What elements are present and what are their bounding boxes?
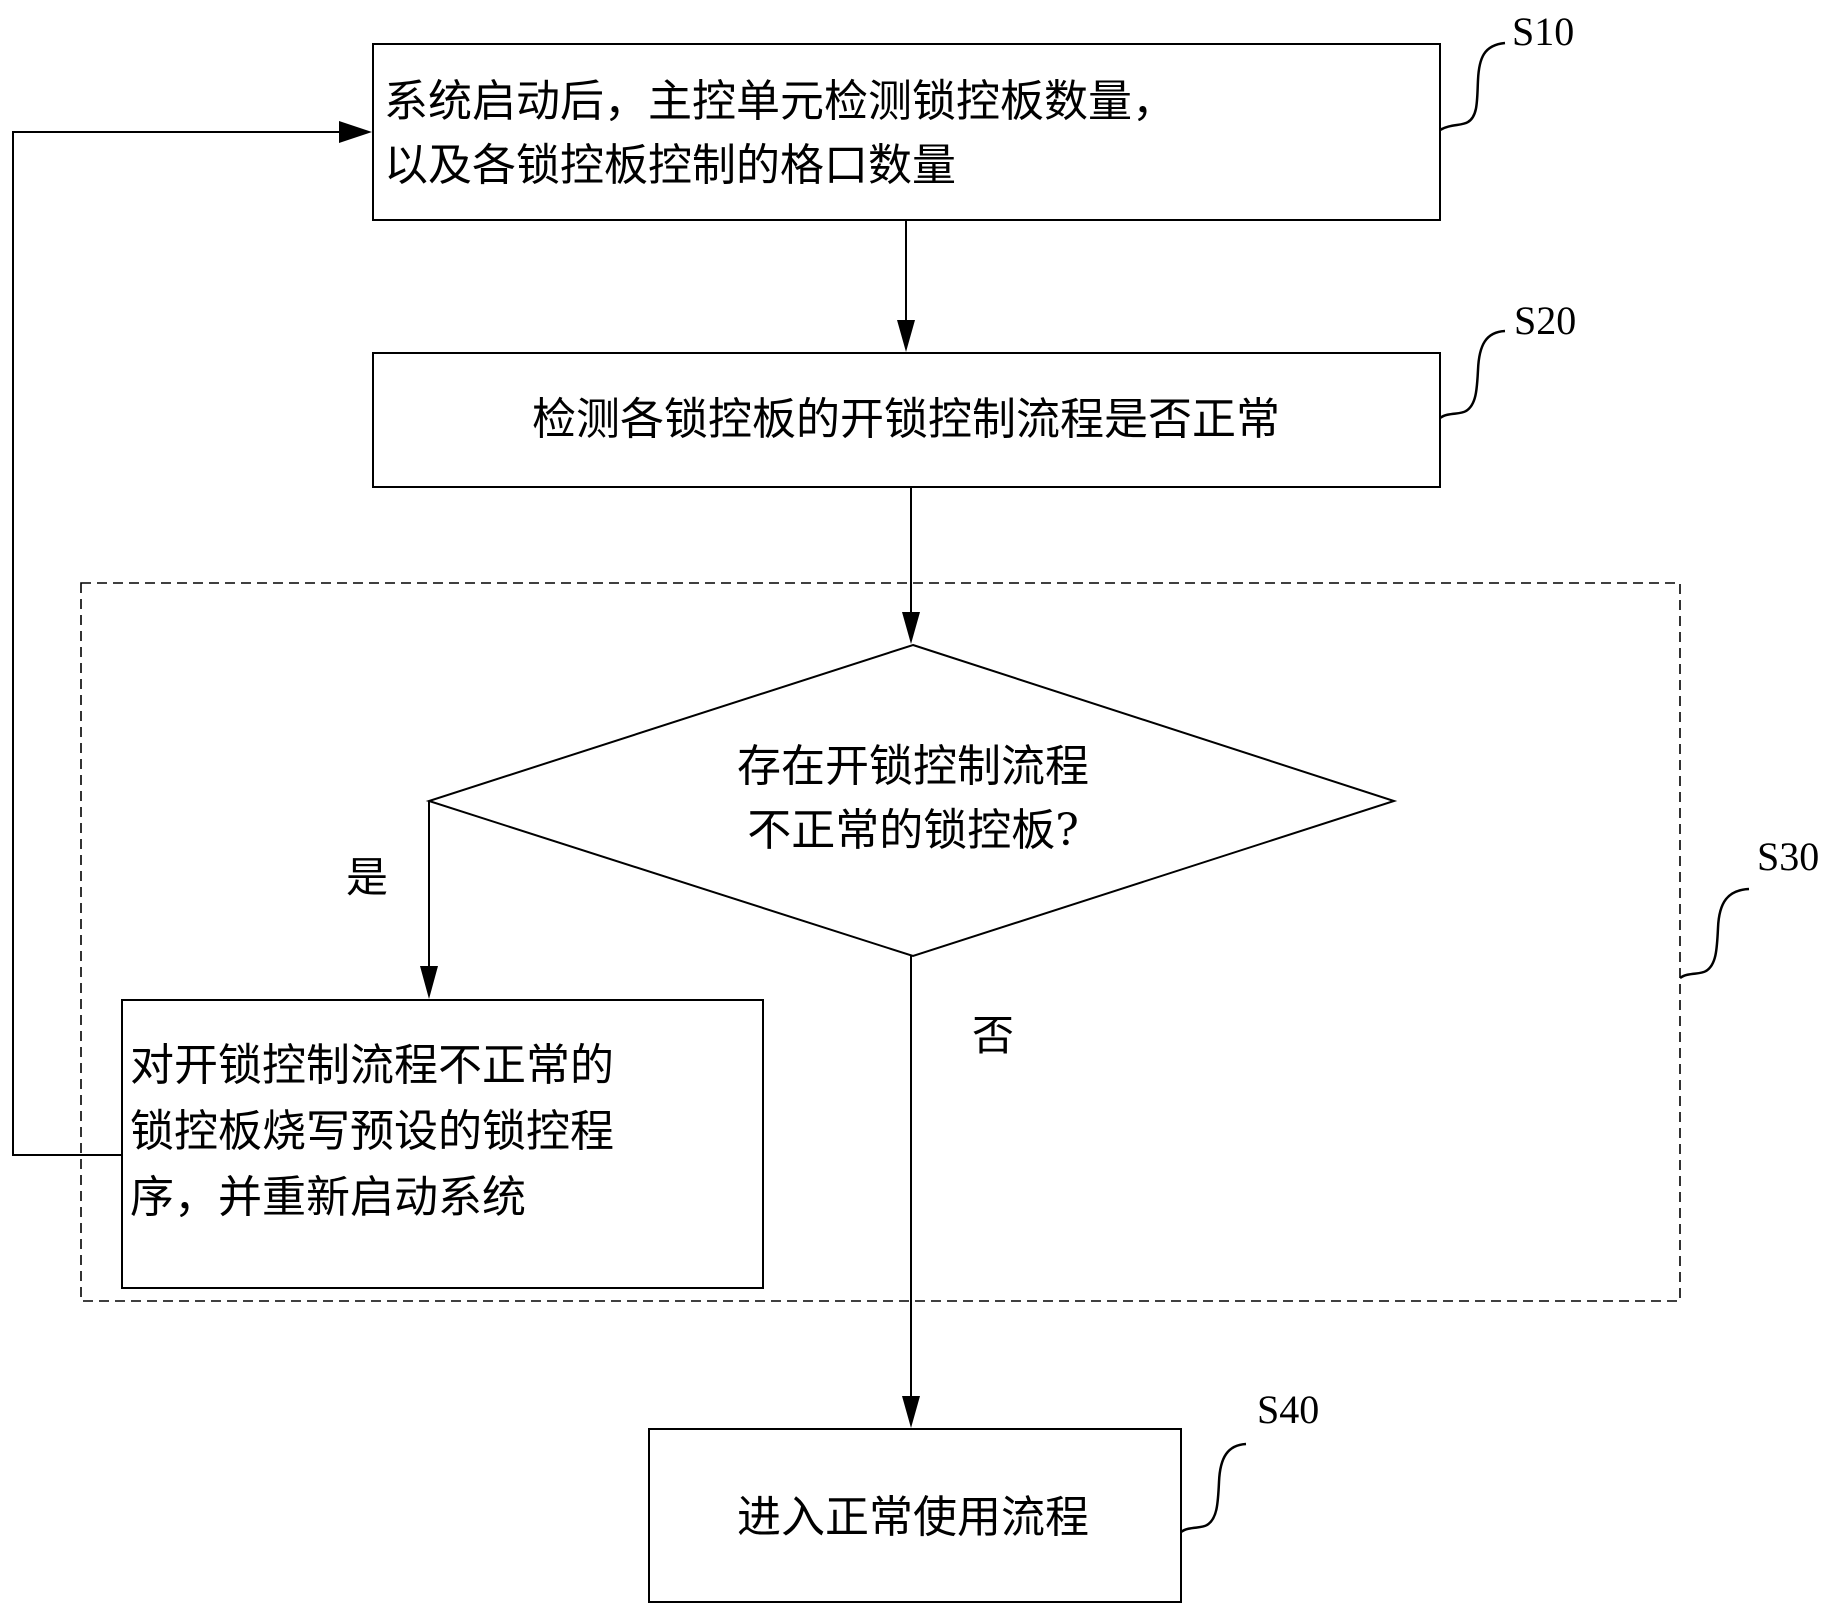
s40-label: S40 — [1257, 1387, 1319, 1432]
action-text-line-1: 对开锁控制流程不正常的 — [130, 1040, 614, 1091]
decision-diamond — [425, 643, 1398, 958]
s20-box — [372, 352, 1441, 488]
s10-label: S10 — [1512, 9, 1574, 54]
s10-leader — [1439, 41, 1506, 132]
s30-leader — [1679, 887, 1750, 980]
decision-text-line-1: 存在开锁控制流程 — [737, 741, 1089, 792]
no-label: 否 — [972, 1011, 1014, 1060]
s20-leader — [1439, 329, 1506, 420]
step-s20: 检测各锁控板的开锁控制流程是否正常 — [372, 352, 1441, 488]
yes-label: 是 — [346, 853, 388, 902]
s40-box — [648, 1428, 1182, 1603]
arrowhead-s40 — [902, 1396, 920, 1428]
step-s40: 进入正常使用流程 — [648, 1428, 1182, 1603]
s10-box — [372, 43, 1441, 221]
s10-text-line-2: 以及各锁控板控制的格口数量 — [384, 140, 956, 191]
step-s10: 系统启动后，主控单元检测锁控板数量， 以及各锁控板控制的格口数量 — [372, 43, 1441, 221]
edge-loop-back-to-s10 — [12, 131, 345, 1156]
s30-label: S30 — [1757, 834, 1819, 879]
action-text-line-2: 锁控板烧写预设的锁控程 — [130, 1106, 614, 1157]
s40-text: 进入正常使用流程 — [737, 1492, 1089, 1543]
arrowhead-decision — [902, 612, 920, 644]
arrowhead-s20 — [897, 320, 915, 352]
s20-text: 检测各锁控板的开锁控制流程是否正常 — [532, 394, 1280, 445]
s20-label: S20 — [1514, 298, 1576, 343]
s40-leader — [1180, 1442, 1247, 1534]
decision-text-line-2: 不正常的锁控板? — [747, 805, 1079, 856]
action-text-line-3: 序，并重新启动系统 — [130, 1172, 526, 1223]
arrowhead-action — [420, 966, 438, 999]
action-box — [121, 999, 764, 1289]
s10-text-line-1: 系统启动后，主控单元检测锁控板数量， — [384, 76, 1176, 127]
step-s30-action: 对开锁控制流程不正常的 锁控板烧写预设的锁控程 序，并重新启动系统 — [121, 999, 764, 1289]
arrowhead-s10 — [339, 121, 372, 143]
s30-group-frame — [80, 582, 1681, 1302]
step-s30-decision: 存在开锁控制流程 不正常的锁控板? — [425, 643, 1398, 958]
